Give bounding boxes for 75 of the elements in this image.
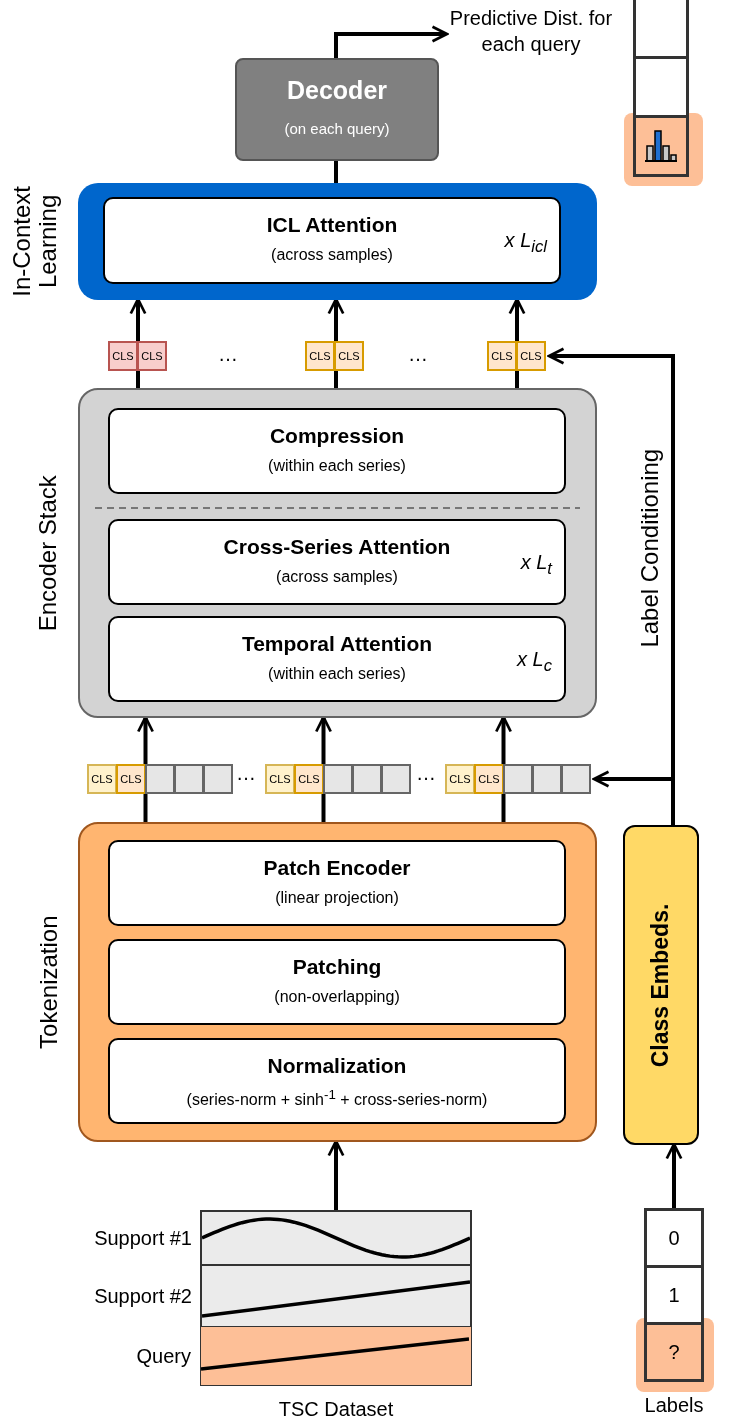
process-box <box>108 408 566 494</box>
row-label: Query <box>136 1344 191 1368</box>
block-subtitle: (on each query) <box>284 120 390 137</box>
label-cell: 1 <box>644 1265 704 1325</box>
block-title: Compression <box>269 424 405 448</box>
patch-token <box>561 764 591 794</box>
process-box <box>108 840 566 926</box>
patch-token <box>352 764 382 794</box>
output-label: Predictive Dist. for each query <box>448 5 614 63</box>
arrow <box>665 1142 683 1208</box>
patch-token <box>323 764 353 794</box>
arrow <box>334 25 449 58</box>
output-cell <box>633 56 689 118</box>
block-title: Class Embeds. <box>647 903 675 1067</box>
patch-token <box>381 764 411 794</box>
output-cell <box>633 0 689 59</box>
process-box <box>108 939 566 1025</box>
block-title: ICL Attention <box>266 213 398 237</box>
cls-token: CLS <box>108 341 138 371</box>
row-label: Support #2 <box>94 1284 192 1308</box>
cls-token: CLS <box>445 764 475 794</box>
cls-token: CLS <box>516 341 546 371</box>
patch-token <box>532 764 562 794</box>
repeat-factor: x L$_{c}$ <box>517 648 552 676</box>
block-title: Patch Encoder <box>263 856 411 880</box>
patch-token <box>503 764 533 794</box>
group-heading: Tokenization <box>35 915 62 1049</box>
connector-line <box>334 161 338 183</box>
patch-token <box>203 764 233 794</box>
cls-token: CLS <box>265 764 295 794</box>
process-box <box>103 197 561 284</box>
cls-token: CLS <box>305 341 335 371</box>
block-subtitle: (non-overlapping) <box>274 988 400 1006</box>
block-subtitle: (across samples) <box>276 568 398 586</box>
edge-label: Label Conditioning <box>636 448 664 648</box>
ellipsis: … <box>416 762 436 785</box>
ellipsis: … <box>408 343 428 366</box>
block-subtitle: (linear projection) <box>275 889 399 907</box>
repeat-factor: x L$_{icl}$ <box>504 229 547 257</box>
patch-token <box>174 764 204 794</box>
cls-token: CLS <box>487 341 517 371</box>
cls-token: CLS <box>116 764 146 794</box>
column-caption: TSC Dataset <box>278 1398 394 1421</box>
output-cell <box>633 115 689 177</box>
block-title: Cross-Series Attention <box>223 535 451 559</box>
arrow <box>327 1139 345 1210</box>
decoder-box <box>235 58 439 161</box>
block-subtitle: (within each series) <box>268 457 406 475</box>
process-box <box>108 1038 566 1124</box>
process-box <box>108 519 566 605</box>
group-heading: Encoder Stack <box>34 475 62 632</box>
cls-token: CLS <box>137 341 167 371</box>
class-embeds-box <box>623 825 699 1145</box>
block-subtitle: (series-norm + sinh$^{-1}$ + cross-series-norm) <box>186 1087 488 1110</box>
block-title: Temporal Attention <box>241 632 433 656</box>
block-subtitle: (within each series) <box>268 665 406 683</box>
ellipsis: … <box>236 762 256 785</box>
column-caption: Labels <box>644 1394 704 1417</box>
arrow <box>592 770 675 825</box>
group-heading: In-Context Learning <box>8 184 62 299</box>
block-title: Decoder <box>287 76 387 105</box>
label-cell: ? <box>644 1322 704 1382</box>
block-subtitle: (across samples) <box>271 246 393 264</box>
repeat-factor: x L$_{t}$ <box>520 551 552 579</box>
patch-token <box>145 764 175 794</box>
cls-token: CLS <box>474 764 504 794</box>
cls-token: CLS <box>334 341 364 371</box>
process-box <box>108 616 566 702</box>
label-cell: 0 <box>644 1208 704 1268</box>
cls-token: CLS <box>87 764 117 794</box>
block-title: Patching <box>292 955 382 979</box>
ellipsis: … <box>218 343 238 366</box>
block-title: Normalization <box>267 1054 407 1078</box>
row-label: Support #1 <box>94 1226 192 1250</box>
cls-token: CLS <box>294 764 324 794</box>
